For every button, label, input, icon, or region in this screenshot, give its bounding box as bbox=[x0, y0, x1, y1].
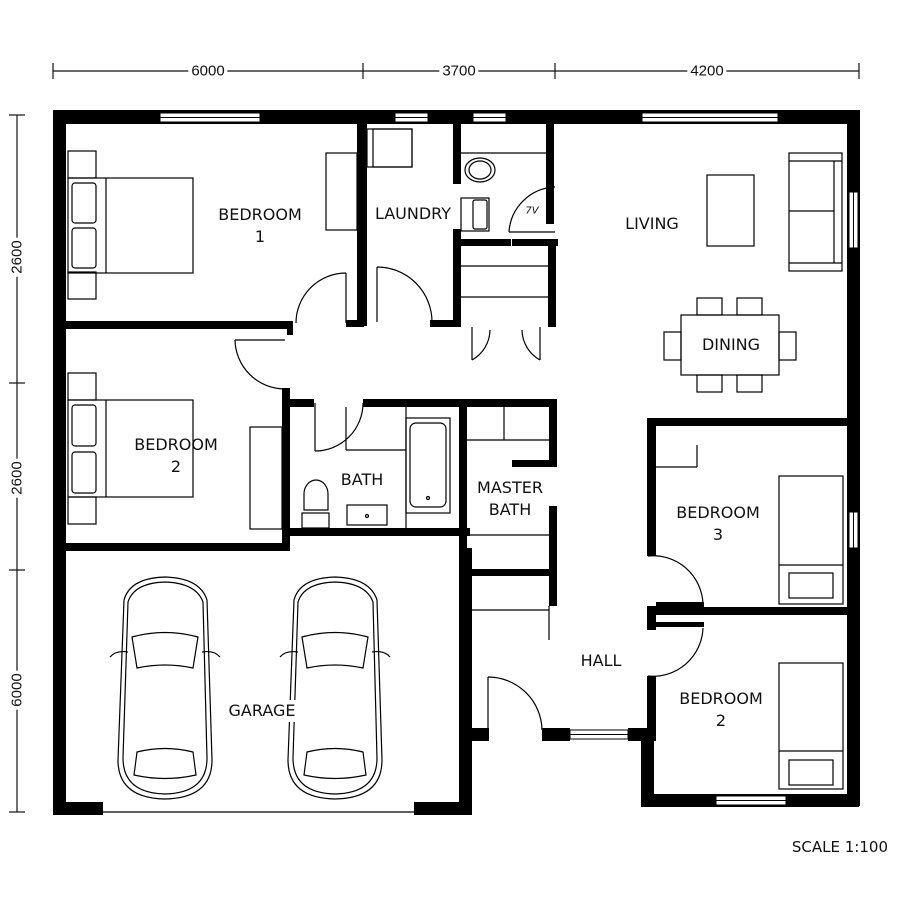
car-icon bbox=[279, 576, 391, 800]
sink-icon bbox=[346, 504, 388, 526]
toilet-icon bbox=[461, 152, 546, 183]
room-label-master-bath: MASTER BATH bbox=[477, 478, 543, 519]
toilet-icon bbox=[301, 479, 330, 529]
room-label-bath: BATH bbox=[340, 470, 384, 489]
dimension-top-3: 4200 bbox=[687, 62, 727, 80]
bathtub-icon bbox=[345, 407, 451, 528]
windows bbox=[103, 112, 859, 813]
room-label-garage: GARAGE bbox=[226, 700, 298, 722]
room-label-bedroom-2-right: BEDROOM 2 bbox=[679, 689, 763, 730]
dimension-left-3: 6000 bbox=[8, 670, 26, 710]
double-bed-icon bbox=[67, 372, 194, 525]
room-label-living: LIVING bbox=[625, 214, 679, 233]
wardrobe-icon bbox=[249, 426, 283, 530]
dining-table-icon bbox=[663, 297, 797, 393]
cabinets bbox=[467, 407, 550, 640]
closet-shelves bbox=[461, 265, 548, 298]
sink-icon bbox=[460, 197, 490, 232]
scale-label: SCALE 1:100 bbox=[791, 838, 888, 856]
washing-machine-icon bbox=[366, 128, 413, 168]
dimension-left-2: 2600 bbox=[8, 458, 26, 498]
double-bed-icon bbox=[67, 150, 194, 300]
interior-walls bbox=[66, 124, 859, 741]
dimension-top-1: 6000 bbox=[188, 62, 228, 80]
room-label-laundry: LAUNDRY bbox=[374, 204, 452, 223]
room-label-hall: HALL bbox=[580, 651, 622, 670]
wardrobe-icon bbox=[325, 152, 358, 231]
room-label-bedroom-2-left: BEDROOM 2 bbox=[134, 435, 218, 476]
car-icon bbox=[109, 576, 221, 800]
single-bed-icon bbox=[778, 662, 844, 790]
dimension-top-2: 3700 bbox=[439, 62, 479, 80]
single-bed-icon bbox=[656, 445, 844, 605]
room-label-bedroom-1: BEDROOM 1 bbox=[218, 205, 302, 246]
room-label-bedroom-3: BEDROOM 3 bbox=[676, 503, 760, 544]
coffee-table-icon bbox=[706, 174, 755, 247]
dimension-left-1: 2600 bbox=[8, 237, 26, 277]
doors bbox=[234, 186, 704, 731]
sofa-icon bbox=[788, 152, 843, 272]
room-label-dining: DINING bbox=[701, 335, 761, 354]
tv-label: 7V bbox=[525, 205, 539, 217]
